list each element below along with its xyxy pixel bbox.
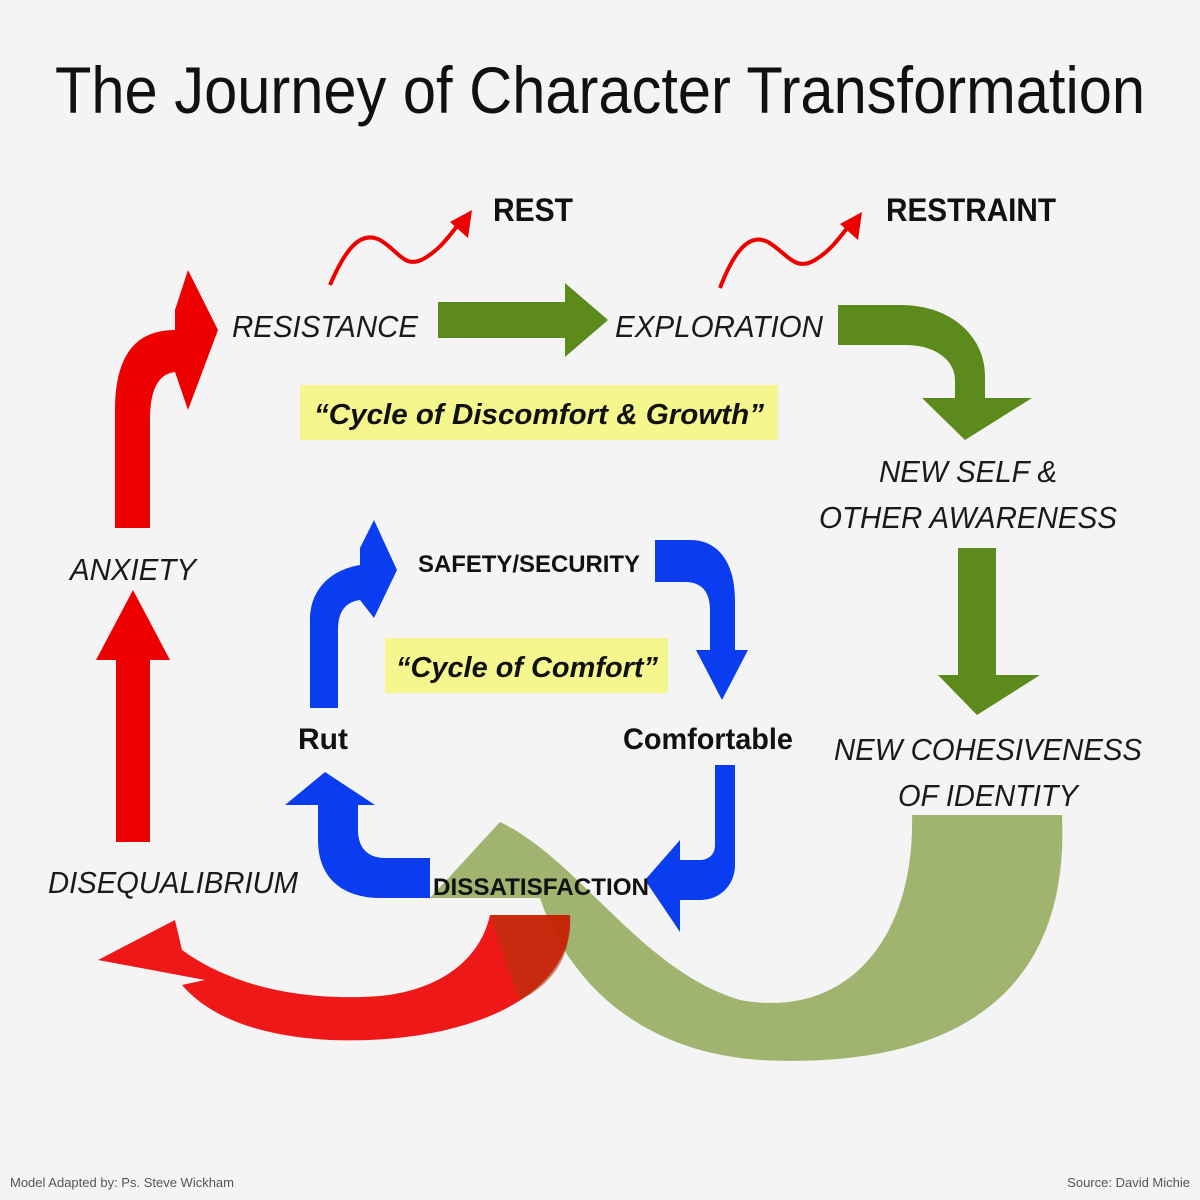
blue-arrow-safety-to-comfortable [655, 540, 748, 700]
red-up-arrow-lower [96, 590, 170, 842]
green-curve-arrow [838, 305, 1032, 440]
green-down-arrow [938, 548, 1040, 715]
red-squiggle-head-restraint [840, 212, 862, 240]
label-new-cohesiveness-line1: NEW COHESIVENESS [834, 732, 1142, 767]
overlap-shade [490, 915, 571, 1000]
red-squiggle-arrow-restraint [718, 220, 854, 289]
label-restraint: RESTRAINT [886, 192, 1056, 228]
label-anxiety: ANXIETY [68, 552, 198, 587]
label-new-self-line2: OTHER AWARENESS [819, 500, 1117, 535]
red-bent-arrow-upper [115, 270, 218, 528]
blue-arrow-dissatisfaction-to-rut [285, 772, 430, 898]
blue-arrow-rut-to-safety [310, 520, 397, 708]
growth-cycle-highlight [300, 385, 778, 440]
comfort-cycle-label: “Cycle of Comfort” [396, 652, 658, 684]
label-rut: Rut [298, 723, 348, 756]
label-dissatisfaction: DISSATISFACTION [433, 874, 649, 901]
red-squiggle-arrow-rest [328, 218, 464, 286]
comfort-cycle-highlight [385, 638, 668, 693]
footer-credit-left: Model Adapted by: Ps. Steve Wickham [10, 1175, 234, 1190]
label-resistance: RESISTANCE [232, 309, 418, 344]
label-exploration: EXPLORATION [615, 309, 824, 344]
label-new-self-line1: NEW SELF & [879, 454, 1057, 489]
page-title: The Journey of Character Transformation [55, 53, 1145, 127]
red-squiggle-head-rest [450, 210, 472, 238]
blue-arrow-comfortable-to-dissatisfaction [645, 765, 735, 932]
label-disequilibrium: DISEQUALIBRIUM [48, 865, 298, 900]
label-safety-security: SAFETY/SECURITY [418, 551, 640, 578]
label-new-cohesiveness-line2: OF IDENTITY [898, 778, 1080, 813]
label-comfortable: Comfortable [623, 723, 793, 756]
growth-cycle-label: “Cycle of Discomfort & Growth” [314, 399, 764, 431]
olive-u-arrow [430, 815, 1063, 1061]
label-rest: REST [493, 192, 573, 228]
footer-credit-right: Source: David Michie [1067, 1175, 1190, 1190]
red-curve-arrow [98, 915, 571, 1041]
green-right-arrow [438, 283, 608, 357]
